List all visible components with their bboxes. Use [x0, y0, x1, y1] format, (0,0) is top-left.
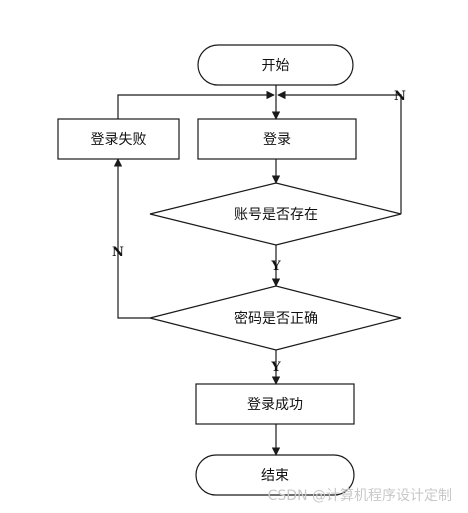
edge-label-password-no: N [112, 245, 124, 260]
login-success-label: 登录成功 [247, 397, 303, 413]
watermark-text: CSDN @计算机程序设计定制 [268, 488, 452, 504]
login-success-node: 登录成功 [195, 383, 355, 425]
start-node: 开始 [197, 44, 354, 86]
edge-failed-to-login [117, 90, 275, 119]
start-label: 开始 [262, 58, 290, 74]
login-failed-label: 登录失败 [91, 132, 147, 148]
check-account-label: 账号是否存在 [234, 207, 318, 223]
edge-label-account-no: N [394, 89, 406, 104]
edge-label-password-yes: Y [270, 360, 281, 375]
check-account-decision: 账号是否存在 [149, 182, 402, 246]
login-label: 登录 [263, 132, 291, 148]
edge-account-no-loop [277, 90, 402, 214]
login-node: 登录 [197, 118, 357, 160]
end-label: 结束 [261, 468, 289, 484]
check-password-decision: 密码是否正确 [149, 285, 402, 351]
end-node: 结束 [195, 454, 355, 496]
login-failed-node: 登录失败 [57, 118, 180, 160]
edge-label-account-yes: Y [270, 259, 281, 274]
check-password-label: 密码是否正确 [234, 310, 318, 327]
edge-password-no [113, 158, 150, 319]
